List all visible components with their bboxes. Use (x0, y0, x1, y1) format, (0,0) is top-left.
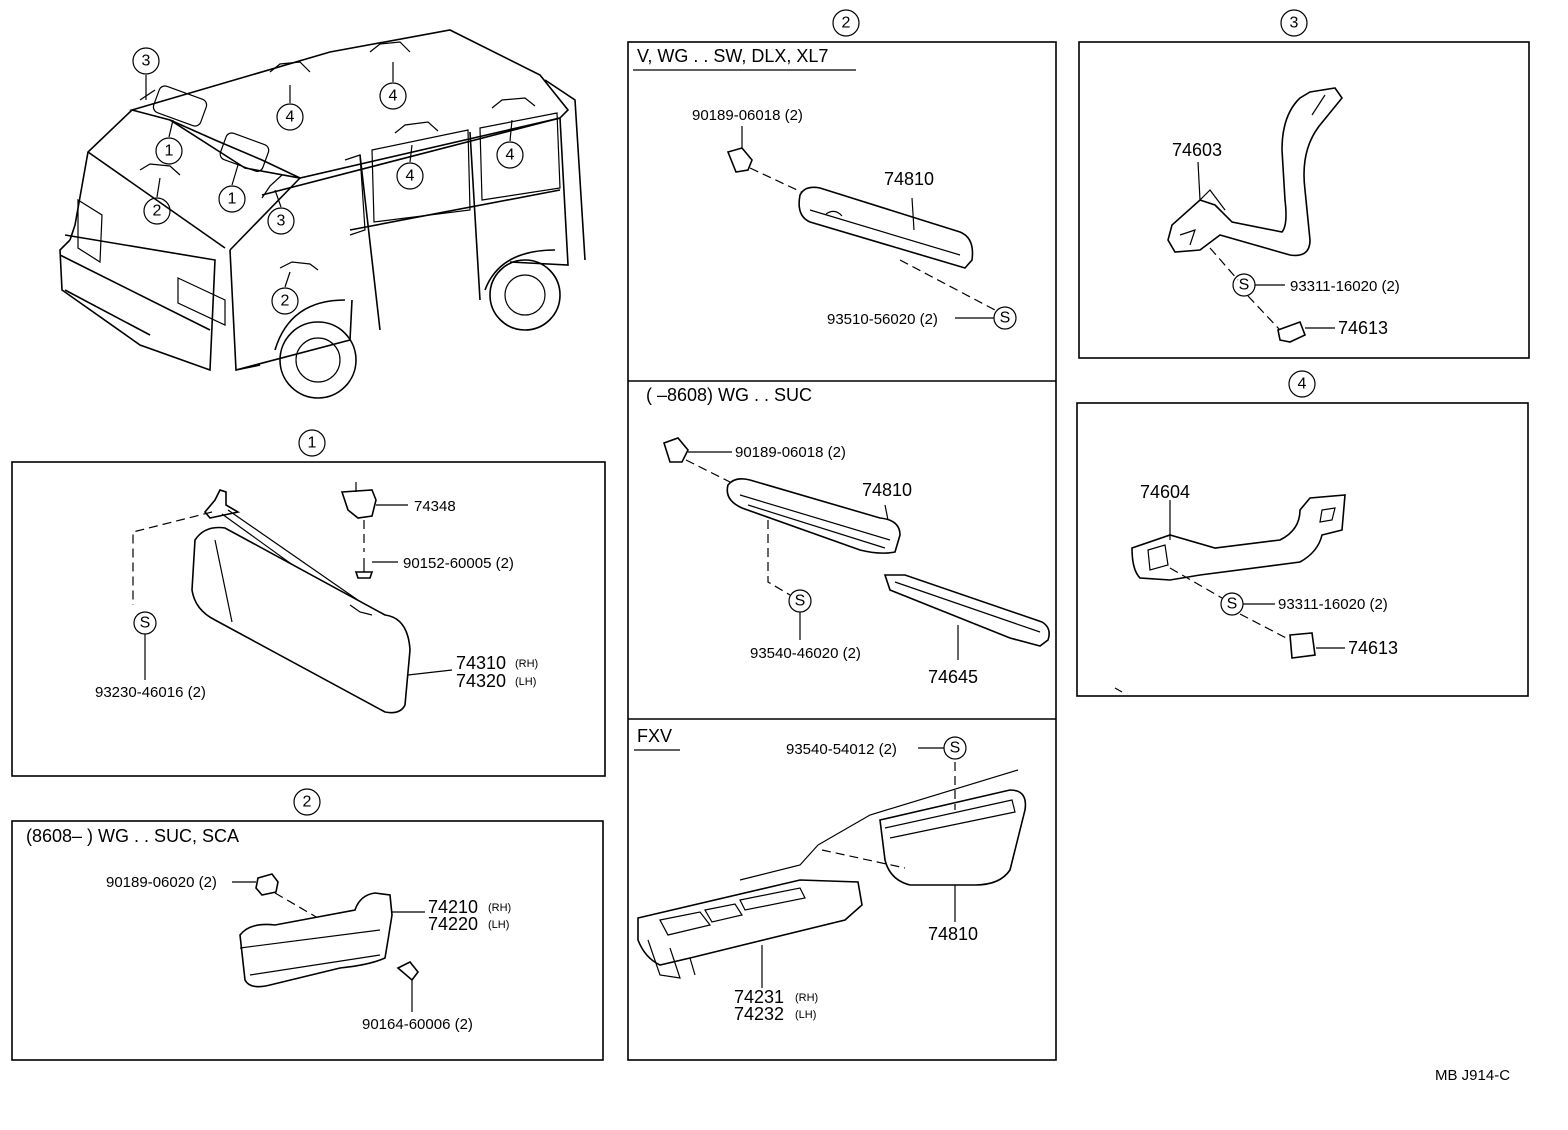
grip-74810-a (798, 186, 974, 269)
panel-2d-heading: (8608– ) WG . . SUC, SCA (26, 826, 239, 846)
panel-4-number: 4 (1298, 376, 1307, 393)
part-74231: 74231 (734, 987, 784, 1007)
grip-74604 (1131, 494, 1346, 581)
part-74613-a: 74613 (1338, 318, 1388, 338)
van-callout-4b: 4 (389, 88, 398, 105)
grip-74603 (1167, 87, 1344, 257)
cover-74645 (883, 574, 1050, 647)
part-74231-side: (RH) (795, 992, 818, 1004)
part-93311-16020-a: 93311-16020 (2) (1290, 278, 1400, 295)
s-mark-2b: S (795, 593, 806, 610)
part-93510-56020: 93510-56020 (2) (827, 311, 938, 328)
part-90189-06018-b: 90189-06018 (2) (735, 444, 846, 461)
part-90189-06020: 90189-06020 (2) (106, 874, 217, 891)
part-74220: 74220 (428, 914, 478, 934)
panel-2a-number: 2 (842, 15, 851, 32)
part-74220-side: (LH) (488, 919, 509, 931)
grip-74810-b (726, 478, 901, 554)
panel-2b-grip: ( –8608) WG . . SUC S 90189-06018 (2) 74… (646, 385, 1050, 687)
part-74645: 74645 (928, 667, 978, 687)
s-mark-2a: S (1000, 310, 1011, 327)
sun-visor-74310 (191, 526, 411, 714)
visor-holder-74348 (340, 489, 377, 519)
panel-3-number: 3 (1290, 15, 1299, 32)
panel-4-frame (1076, 402, 1529, 697)
panel-2c-heading: FXV (637, 726, 672, 746)
panel-3-frame (1078, 41, 1530, 359)
part-74320: 74320 (456, 671, 506, 691)
s-mark-3: S (1239, 277, 1250, 294)
part-93230-46016: 93230-46016 (2) (95, 684, 206, 701)
panel-2a-grip: V, WG . . SW, DLX, XL7 S 90189-06018 (2)… (633, 46, 1017, 330)
part-74613-b: 74613 (1348, 638, 1398, 658)
panel-4-grip: 4 S 74604 93311-16020 (2) 74613 (1076, 370, 1529, 697)
part-74604: 74604 (1140, 482, 1190, 502)
panel-2d-number: 2 (303, 794, 312, 811)
s-mark-2c: S (950, 740, 961, 757)
part-74232: 74232 (734, 1004, 784, 1024)
part-74810-a: 74810 (884, 169, 934, 189)
panel-2-frame (627, 41, 1057, 1061)
part-74210: 74210 (428, 897, 478, 917)
panel-1-sun-visor: 1 S 74348 90152-60005 (2) 93230-46016 (2… (11, 429, 606, 777)
panel-2d-armrest: 2 (8608– ) WG . . SUC, SCA 90189-06020 (… (11, 788, 604, 1061)
van-callout-2a: 2 (153, 203, 162, 220)
panel-2d-frame (11, 820, 604, 1061)
part-90164-60006: 90164-60006 (2) (362, 1016, 473, 1033)
part-74310: 74310 (456, 653, 506, 673)
part-93540-54012: 93540-54012 (2) (786, 741, 897, 758)
van-overview (59, 29, 586, 399)
panel-2-column: 2 (627, 9, 1057, 1061)
part-74810-c: 74810 (928, 924, 978, 944)
part-74210-side: (RH) (488, 902, 511, 914)
van-callout-4c: 4 (406, 168, 415, 185)
van-callout-1b: 1 (228, 191, 237, 208)
van-callout-3a: 3 (142, 53, 151, 70)
part-93311-16020-b: 93311-16020 (2) (1278, 596, 1388, 613)
van-callout-leaders (145, 62, 513, 288)
panel-1-number: 1 (308, 435, 317, 452)
part-74320-side: (LH) (515, 676, 536, 688)
van-callout-4a: 4 (286, 109, 295, 126)
part-74603: 74603 (1172, 140, 1222, 160)
part-93540-46020: 93540-46020 (2) (750, 645, 861, 662)
panel-3-grip: 3 S 74603 93311-16020 (2) 74613 (1078, 9, 1530, 359)
van-callout-1a: 1 (165, 143, 174, 160)
armrest-74210 (239, 892, 393, 988)
panel-2c-console: FXV S 93540-54012 (2) 74810 74231 (RH) 7… (634, 726, 1027, 1024)
s-mark-4: S (1227, 596, 1238, 613)
part-74310-side: (RH) (515, 658, 538, 670)
s-mark: S (140, 615, 151, 632)
tray-74810-c (879, 789, 1027, 886)
panel-2a-heading: V, WG . . SW, DLX, XL7 (637, 46, 828, 66)
van-callouts: 3 4 4 1 1 2 3 4 4 2 (132, 47, 524, 315)
panel-2b-heading: ( –8608) WG . . SUC (646, 385, 812, 405)
part-74810-b: 74810 (862, 480, 912, 500)
console-74231 (637, 879, 863, 966)
panel-1-frame (11, 461, 606, 777)
part-74348: 74348 (414, 498, 456, 515)
part-90189-06018-a: 90189-06018 (2) (692, 107, 803, 124)
part-74232-side: (LH) (795, 1009, 816, 1021)
part-90152-60005: 90152-60005 (2) (403, 555, 514, 572)
van-callout-4d: 4 (506, 147, 515, 164)
figure-code: MB J914-C (1435, 1067, 1510, 1084)
van-callout-2b: 2 (281, 293, 290, 310)
van-callout-3b: 3 (277, 213, 286, 230)
